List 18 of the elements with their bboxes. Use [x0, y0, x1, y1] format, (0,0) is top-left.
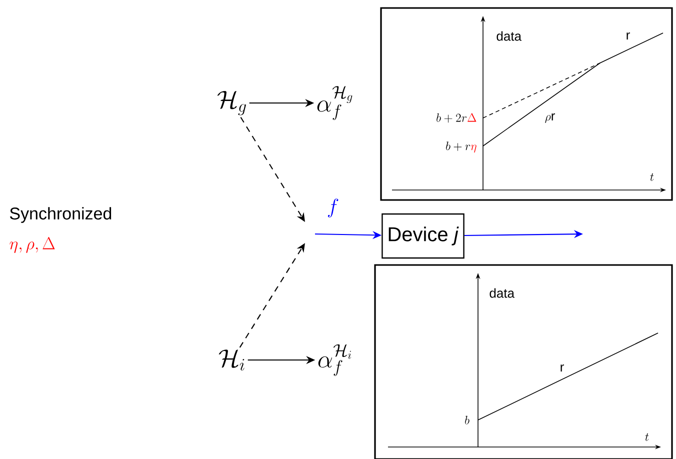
axis-label: data	[496, 31, 522, 41]
curve-label: $b+r{\color{red}\eta}$	[446, 142, 476, 153]
curve-label: $b+2r{\color{red}\Delta}$	[436, 113, 476, 123]
formula-text: $\mathcal{H}_i$	[218, 350, 244, 371]
note-text: ${\color{red}\eta, \rho, \Delta}$	[10, 237, 55, 253]
curve-label: $\rho\mathrm{r}$	[545, 113, 555, 123]
formula-text: $\mathcal{H}_g$	[217, 90, 246, 116]
axis-label: $t$	[650, 173, 654, 181]
curve-label: r	[626, 32, 630, 40]
note-text: Synchronized	[10, 207, 112, 223]
axis-label: data	[490, 288, 514, 298]
formula-text: $\alpha_f^{\mathcal{H}_g}$	[317, 86, 352, 120]
curve-label: r	[560, 364, 564, 372]
curve-label: $b$	[465, 416, 470, 424]
device-box: Device j	[382, 213, 464, 259]
axis-label: $t$	[645, 433, 649, 441]
edge-label: $f$	[328, 198, 338, 218]
formula-text: $\alpha_f^{\mathcal{H}_i}$	[318, 344, 352, 376]
